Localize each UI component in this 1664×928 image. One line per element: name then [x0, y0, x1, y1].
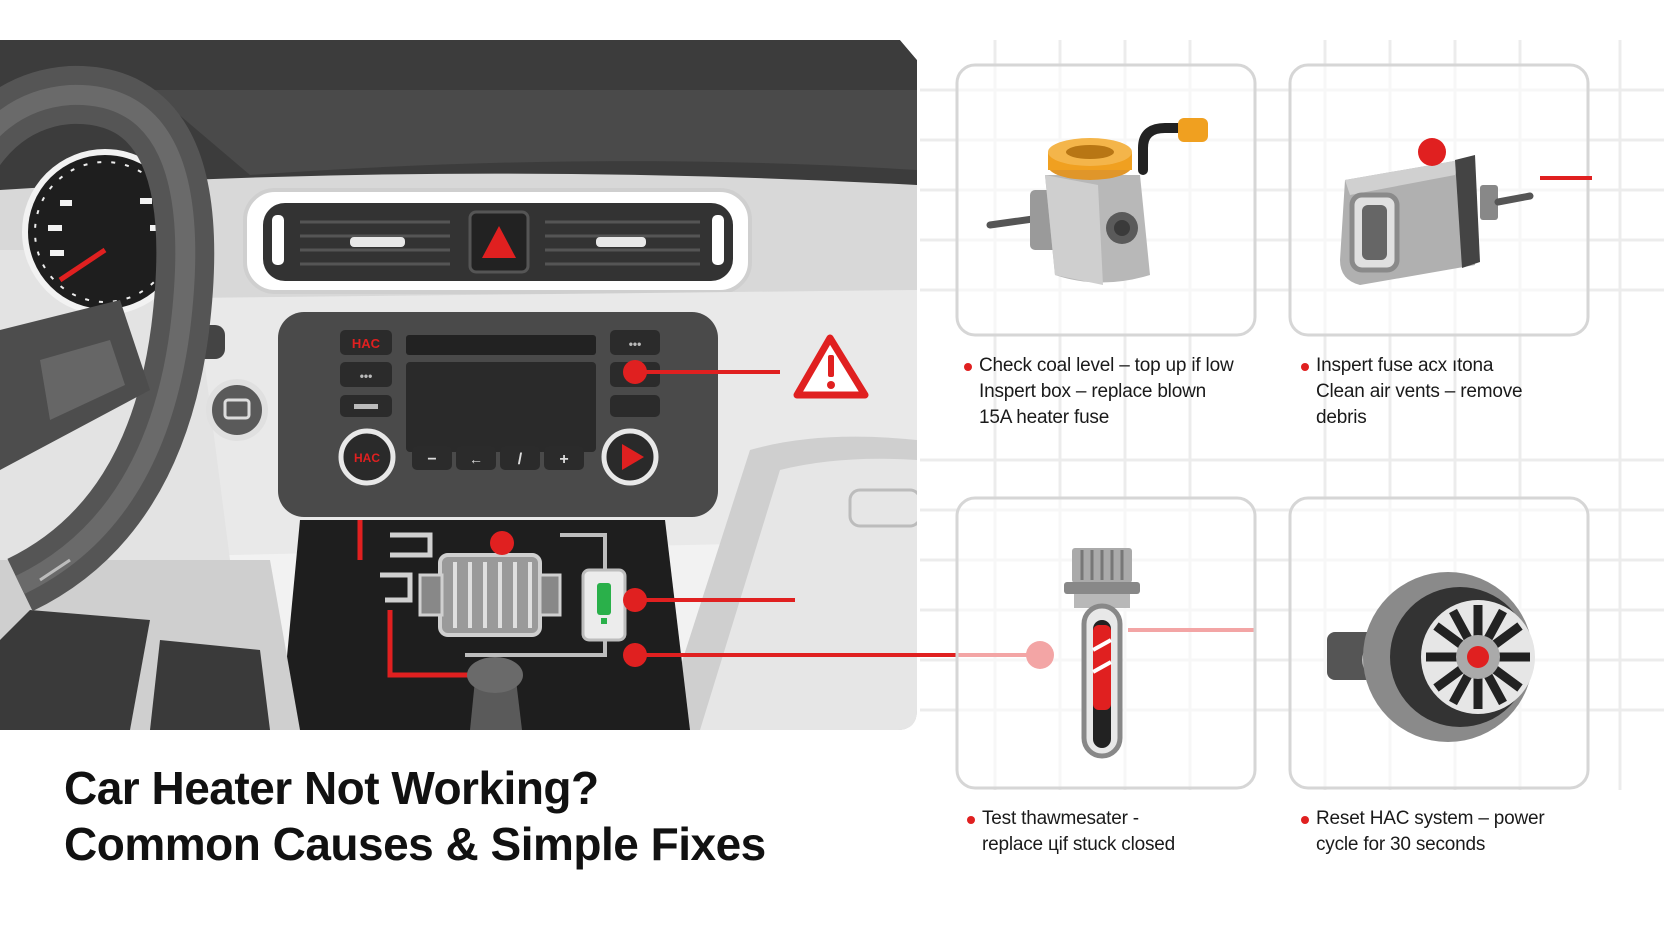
caption-line: debris: [1316, 407, 1367, 428]
bullet-dot: [1301, 363, 1309, 371]
caption-line: replace цif stuck closed: [982, 834, 1176, 855]
caption-fuse: Inspert fuse acx ıtona Clean air vents –…: [1301, 353, 1523, 431]
page-title: Car Heater Not Working? Common Causes & …: [64, 760, 766, 872]
caption-line: Test thawmesater -: [982, 808, 1139, 829]
control-slash-label: /: [518, 451, 523, 468]
fuse-box-icon: [1340, 138, 1534, 285]
caption-blower: Reset HAC system – power cycle for 30 se…: [1301, 806, 1545, 858]
caption-line: Reset HAC system – power: [1316, 808, 1545, 829]
caption-line: Inspert box – replace blown: [979, 381, 1206, 402]
panel-fuse: [1288, 63, 1592, 337]
caption-line: Clean air vents – remove: [1316, 381, 1523, 402]
control-arrow-label: ←: [469, 451, 483, 467]
caption-line: cycle for 30 seconds: [1316, 834, 1486, 855]
control-minus-label: −: [427, 451, 436, 468]
title-line-2: Common Causes & Simple Fixes: [64, 818, 766, 870]
thermostat-icon: [1064, 548, 1140, 759]
bullet-dot: [1301, 816, 1309, 824]
control-plus-label: +: [559, 451, 568, 468]
warning-icon: [793, 334, 869, 399]
heater-core-icon: [357, 520, 627, 678]
aux-button-label: •••: [360, 369, 373, 383]
hvac-button-label: HAC: [352, 336, 381, 351]
caption-thermostat: Test thawmesater - replace цif stuck clo…: [967, 806, 1176, 858]
dashboard-illustration: HAC ••• ••• HAC − ← / +: [0, 40, 917, 730]
panel-thermostat: [955, 496, 1257, 790]
blower-motor-icon: [1327, 572, 1535, 742]
bullet-dot: [967, 816, 975, 824]
caption-coolant: Check coal level – top up if low Inspert…: [964, 353, 1234, 431]
panel-blower: [1288, 496, 1590, 790]
bullet-dot: [964, 363, 972, 371]
aux-button-label: •••: [629, 337, 642, 351]
panel-coolant: [955, 63, 1257, 337]
title-line-1: Car Heater Not Working?: [64, 762, 599, 814]
hvac-knob-label: HAC: [354, 451, 380, 465]
coolant-reservoir-icon: [986, 118, 1208, 285]
caption-line: Check coal level – top up if low: [979, 355, 1234, 376]
caption-line: 15A heater fuse: [979, 407, 1110, 428]
caption-line: Inspert fuse acx ıtona: [1316, 355, 1494, 376]
